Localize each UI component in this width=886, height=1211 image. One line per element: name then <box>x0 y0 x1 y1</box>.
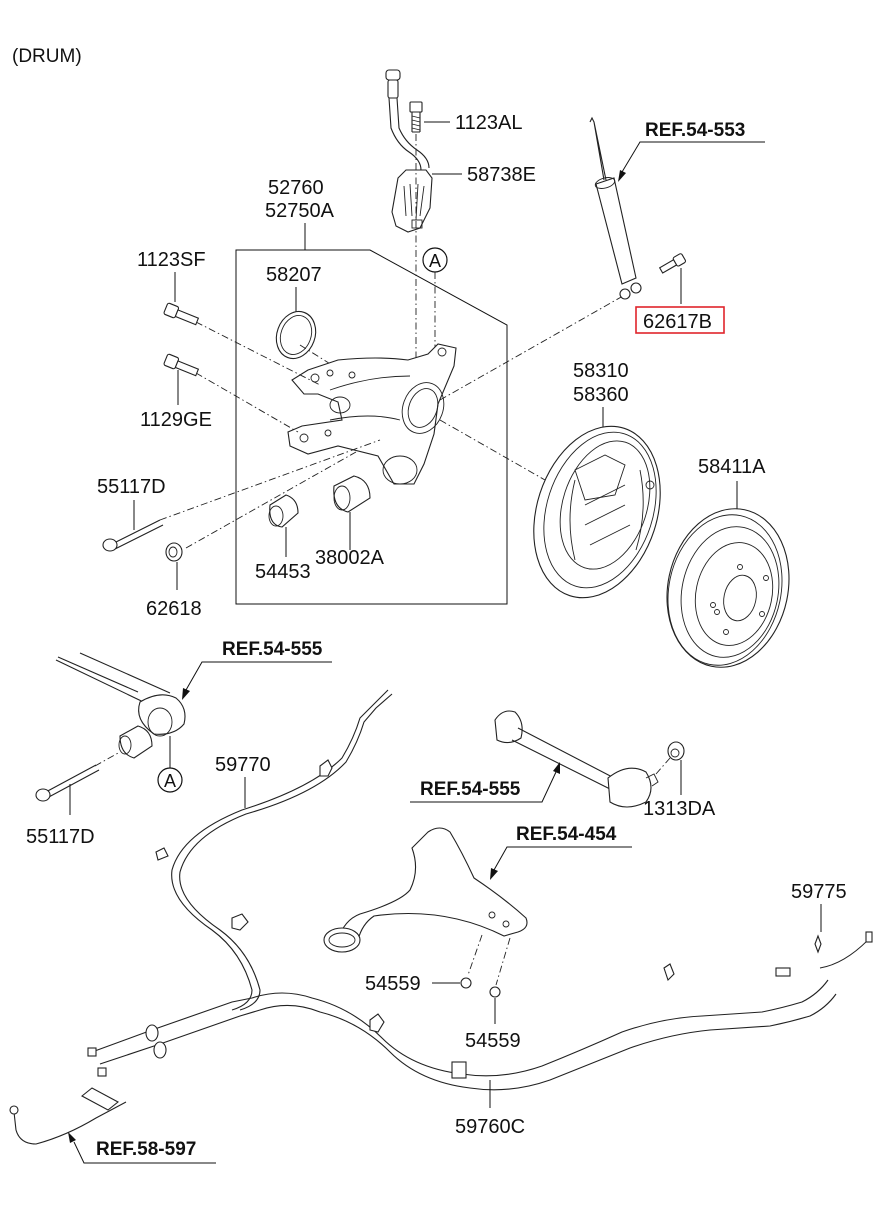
nut-62618[interactable] <box>165 542 183 562</box>
part-label-62617B[interactable]: 62617B <box>643 311 712 333</box>
brake-hose-part[interactable] <box>385 69 430 171</box>
part-label-62618[interactable]: 62618 <box>146 598 202 620</box>
part-label-58310[interactable]: 58310 <box>573 360 629 382</box>
lower-control-arm-part[interactable] <box>323 827 528 953</box>
part-label-54559-left[interactable]: 54559 <box>365 973 421 995</box>
parking-brake-cable-59760C[interactable] <box>87 963 837 1091</box>
nut-54559-left[interactable] <box>460 977 472 989</box>
part-label-58738E[interactable]: 58738E <box>467 164 536 186</box>
reference-marker-a-bottom-text: A <box>164 771 176 791</box>
reference-marker-a-bottom <box>157 767 183 793</box>
bracket-58738E[interactable] <box>391 169 433 233</box>
knuckle-group-frame <box>235 249 508 605</box>
part-label-59770[interactable]: 59770 <box>215 754 271 776</box>
bolt-62617B[interactable] <box>658 253 687 275</box>
part-label-58411A[interactable]: 58411A <box>698 456 766 478</box>
brake-backing-plate-58310[interactable] <box>513 410 682 614</box>
bolt-1129GE[interactable] <box>163 353 200 378</box>
ref-58-597[interactable]: REF.58-597 <box>96 1139 196 1160</box>
shock-absorber-part[interactable] <box>589 116 642 300</box>
bushing-54453[interactable] <box>268 494 299 528</box>
lateral-arm-part[interactable] <box>494 710 659 808</box>
part-label-55117D-top[interactable]: 55117D <box>97 476 166 498</box>
part-label-1313DA[interactable]: 1313DA <box>643 798 716 820</box>
ref-54-555-left[interactable]: REF.54-555 <box>222 639 323 660</box>
part-label-52760[interactable]: 52760 <box>268 177 324 199</box>
part-label-38002A[interactable]: 38002A <box>315 547 385 569</box>
parking-brake-lever-cable-part[interactable] <box>9 1087 127 1145</box>
diagram-title: (DRUM) <box>12 46 82 67</box>
bolt-55117D-top[interactable] <box>102 519 164 552</box>
bushing-lower-part[interactable] <box>118 725 153 759</box>
part-label-58360[interactable]: 58360 <box>573 384 629 406</box>
part-label-58207[interactable]: 58207 <box>266 264 322 286</box>
bolt-1123AL[interactable] <box>409 101 423 133</box>
part-label-1123AL[interactable]: 1123AL <box>455 112 522 134</box>
part-label-55117D-bottom[interactable]: 55117D <box>26 826 95 848</box>
bolt-55117D-bottom[interactable] <box>35 764 100 802</box>
part-label-54453[interactable]: 54453 <box>255 561 311 583</box>
nut-1313DA[interactable] <box>667 741 685 761</box>
bolt-1123SF[interactable] <box>163 302 200 327</box>
part-label-52750A[interactable]: 52750A <box>265 200 335 222</box>
trailing-arm-part[interactable] <box>55 652 186 737</box>
seal-ring-58207[interactable] <box>270 306 322 364</box>
bushing-38002A[interactable] <box>333 475 371 513</box>
part-label-1129GE[interactable]: 1129GE <box>140 409 212 431</box>
ref-54-553[interactable]: REF.54-553 <box>645 120 745 141</box>
cable-end-59775[interactable] <box>814 931 873 969</box>
parking-brake-cable-59770[interactable] <box>155 689 393 1011</box>
part-label-59760C[interactable]: 59760C <box>455 1116 525 1138</box>
ref-54-454[interactable]: REF.54-454 <box>516 824 617 845</box>
ref-54-555-right[interactable]: REF.54-555 <box>420 779 521 800</box>
part-label-1123SF[interactable]: 1123SF <box>137 249 206 271</box>
nut-54559-right[interactable] <box>489 986 501 998</box>
highlight-box-62617B <box>635 306 725 334</box>
part-label-59775[interactable]: 59775 <box>791 881 847 903</box>
reference-marker-a-top-text: A <box>429 251 441 271</box>
part-label-54559-right[interactable]: 54559 <box>465 1030 521 1052</box>
brake-drum-58411A[interactable] <box>653 497 804 678</box>
rear-knuckle-52760[interactable] <box>287 343 457 485</box>
